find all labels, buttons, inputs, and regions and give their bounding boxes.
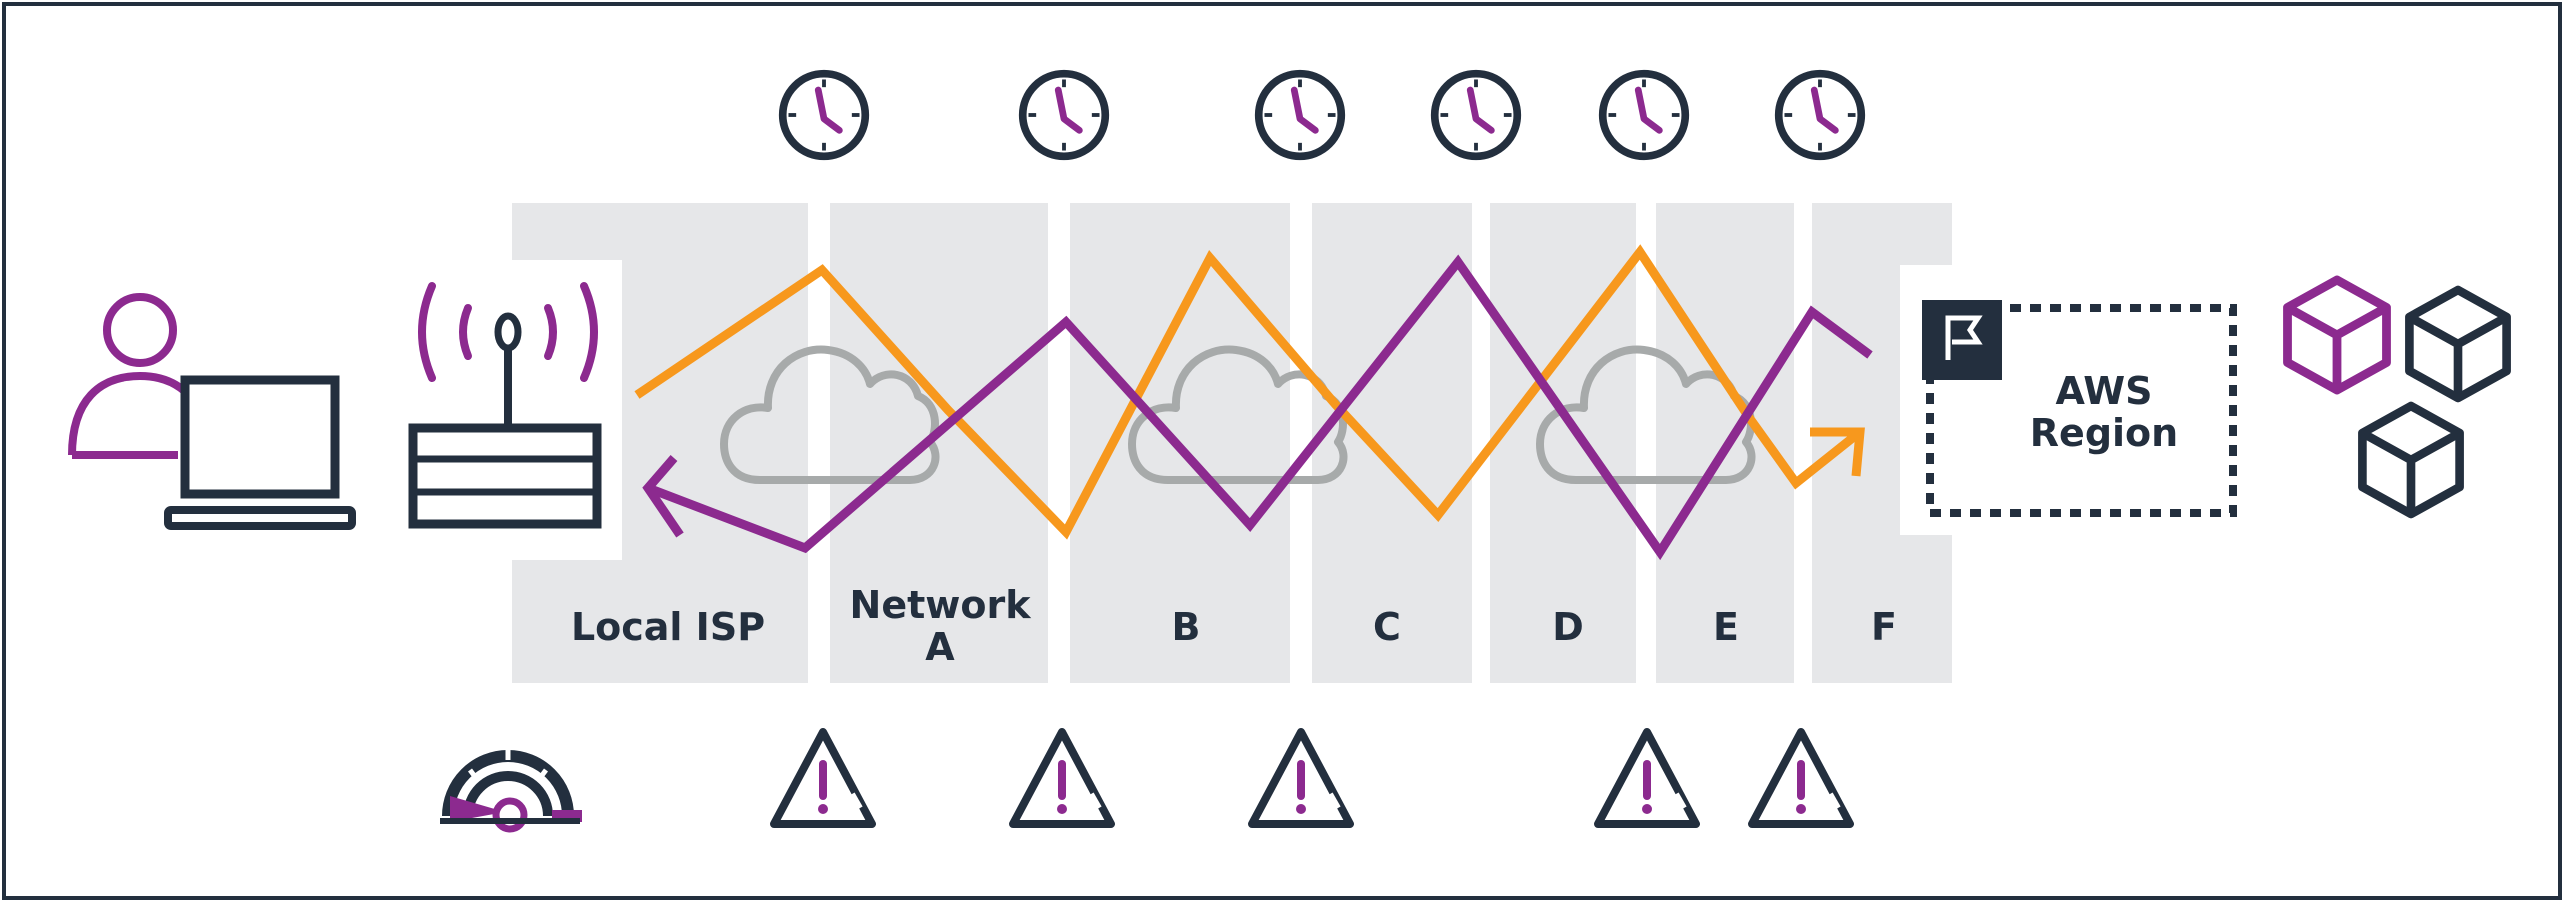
label-local-isp: Local ISP [571, 605, 765, 649]
label-b: B [1172, 605, 1201, 649]
cube-icon [2362, 406, 2459, 514]
aws-region-label-line1: AWS [2056, 369, 2153, 413]
resources-cubes-icon [2288, 280, 2507, 514]
return-path [642, 254, 1873, 561]
clock-icon [1779, 74, 1862, 157]
panel-network-a [830, 203, 1048, 683]
aws-region-box: AWS Region [1922, 300, 2237, 517]
label-network-a-line1: Network [850, 583, 1032, 627]
warning-triangle-icon [1252, 732, 1350, 824]
cube-icon [2288, 280, 2387, 390]
clock-icon [1259, 74, 1342, 157]
label-f: F [1871, 605, 1897, 649]
speedometer-icon [440, 750, 582, 833]
warning-triangle-icon [774, 732, 872, 824]
user-laptop-icon [68, 293, 356, 530]
outbound-path [634, 244, 1865, 540]
warning-triangle-icon [1013, 732, 1111, 824]
network-panels [512, 203, 1960, 683]
wireless-router-icon [408, 282, 602, 529]
label-d: D [1552, 605, 1584, 649]
label-c: C [1373, 605, 1401, 649]
clock-icon [1603, 74, 1686, 157]
clock-icon [1023, 74, 1106, 157]
label-e: E [1713, 605, 1739, 649]
latency-clocks [783, 74, 1862, 157]
aws-region-label-line2: Region [2030, 411, 2178, 455]
warning-triangle-icon [1598, 732, 1696, 824]
warning-triangle-icon [1752, 732, 1850, 824]
label-network-a-line2: A [925, 625, 955, 669]
packet-loss-warnings [774, 732, 1850, 824]
cube-icon [2409, 290, 2506, 398]
clock-icon [1435, 74, 1518, 157]
segment-labels: Local ISP Network A B C D E F [571, 583, 1897, 669]
clock-icon [783, 74, 866, 157]
